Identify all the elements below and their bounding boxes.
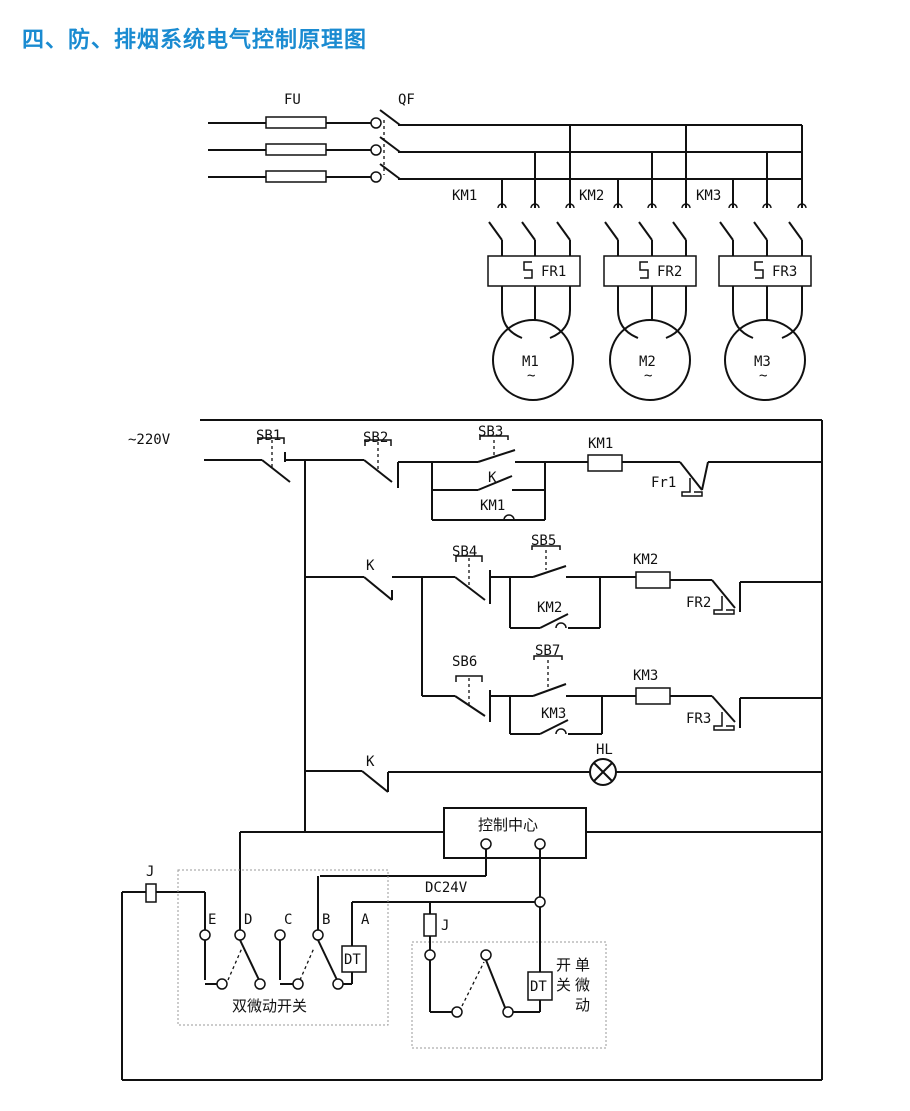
k-row4-label: K (366, 754, 375, 770)
m1-label: M1 (522, 354, 539, 370)
fu-label: FU (284, 92, 301, 108)
km3-coil (635, 687, 671, 705)
fr2-label: FR2 (657, 264, 682, 280)
terminal-c: C (284, 912, 292, 928)
fr3-contact-label: FR3 (686, 711, 711, 727)
sb7-label: SB7 (535, 643, 560, 659)
fr1-contact-label: Fr1 (651, 475, 676, 491)
fr3-label: FR3 (772, 264, 797, 280)
sb1-label: SB1 (256, 428, 281, 444)
km1-label: KM1 (452, 188, 477, 204)
svg-text:~: ~ (527, 368, 535, 384)
m3-label: M3 (754, 354, 771, 370)
page-title: 四、防、排烟系统电气控制原理图 (22, 28, 368, 53)
j-left-label: J (146, 864, 154, 880)
terminal-d: D (244, 912, 252, 928)
svg-text:~: ~ (759, 368, 767, 384)
km3-coil-label: KM3 (633, 668, 658, 684)
dt-double-label: DT (344, 952, 361, 968)
m2-label: M2 (639, 354, 656, 370)
dt-single-label: DT (530, 979, 547, 995)
motor-branch-1: FR1 M1 ~ (487, 125, 581, 401)
fuse-1 (265, 116, 327, 129)
motor-3 (724, 319, 806, 401)
control-circuit: ~220V SB1 SB2 SB3 K KM1 KM1 (122, 419, 823, 1081)
qf-label: QF (398, 92, 415, 108)
dt-double (341, 945, 367, 973)
single-switch-box (411, 941, 607, 1049)
fr1-label: FR1 (541, 264, 566, 280)
fr1-box (487, 255, 581, 287)
power-circuit: FU QF KM1 KM2 KM3 (208, 92, 812, 401)
dc24v-label: DC24V (425, 880, 468, 896)
km1-coil-label: KM1 (588, 436, 613, 452)
sb5-label: SB5 (531, 533, 556, 549)
double-switch-box (177, 869, 389, 1026)
control-center-section: 控制中心 DC24V J E D C B A (121, 807, 822, 1080)
fr2-box (603, 255, 697, 287)
j-relay-right (423, 913, 437, 937)
hl-label: HL (596, 742, 613, 758)
supply-label: ~220V (128, 432, 171, 448)
terminal-b: B (322, 912, 330, 928)
motor-branch-2: FR2 M2 ~ (603, 125, 697, 401)
terminal-a: A (361, 912, 370, 928)
km2-coil (635, 571, 671, 589)
fuse-2 (265, 143, 327, 156)
k-row2-label: K (366, 558, 375, 574)
control-center-label: 控制中心 (478, 816, 538, 834)
sb2-label: SB2 (363, 430, 388, 446)
motor-2 (609, 319, 691, 401)
double-switch-label: 双微动开关 (232, 997, 307, 1015)
fr2-contact-label: FR2 (686, 595, 711, 611)
j-right-label: J (441, 918, 449, 934)
km2-coil-label: KM2 (633, 552, 658, 568)
km1-coil (587, 454, 623, 472)
motor-branch-3: FR3 M3 ~ (718, 125, 812, 401)
j-relay-left (145, 883, 157, 903)
km2-label: KM2 (579, 188, 604, 204)
svg-text:~: ~ (644, 368, 652, 384)
single-switch-label-col1: 开 关 (556, 956, 576, 994)
fr3-box (718, 255, 812, 287)
km2-aux-label: KM2 (537, 600, 562, 616)
sb4-label: SB4 (452, 544, 477, 560)
km3-label: KM3 (696, 188, 721, 204)
dt-single (527, 971, 553, 1001)
sb6-label: SB6 (452, 654, 477, 670)
terminal-e: E (208, 912, 216, 928)
sb3-label: SB3 (478, 424, 503, 440)
single-switch-label-col2: 单 微 动 (575, 956, 595, 1014)
motor-1 (492, 319, 574, 401)
km1-aux-label: KM1 (480, 498, 505, 514)
fuse-3 (265, 170, 327, 183)
km3-aux-label: KM3 (541, 706, 566, 722)
k-contact-label: K (488, 470, 497, 486)
